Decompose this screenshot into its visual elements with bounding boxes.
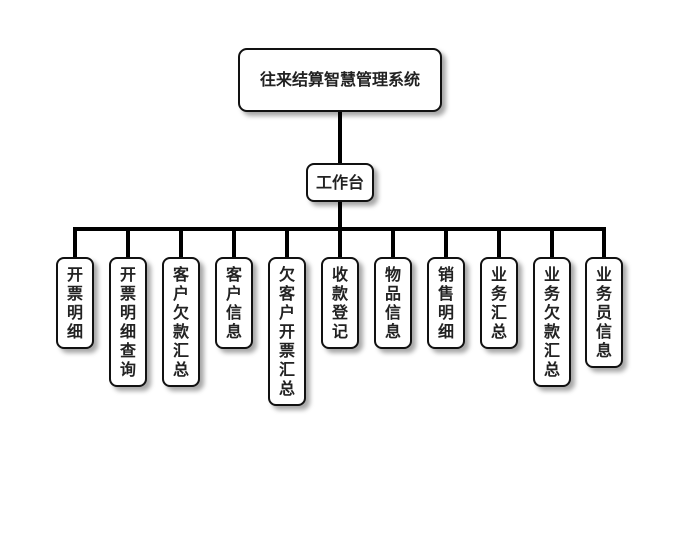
leaf-node-label: 业务员信息 xyxy=(595,265,612,360)
leaf-node: 客户欠款汇总 xyxy=(162,257,200,387)
connector-bus-to-leaf xyxy=(497,229,501,257)
connector-bus-to-leaf xyxy=(391,229,395,257)
leaf-node: 业务员信息 xyxy=(585,257,623,368)
leaf-node: 业务汇总 xyxy=(480,257,518,349)
leaf-node: 开票明细查询 xyxy=(109,257,147,387)
connector-bus-to-leaf xyxy=(550,229,554,257)
leaf-node-label: 物品信息 xyxy=(384,265,401,341)
leaf-node: 收款登记 xyxy=(321,257,359,349)
leaf-node-label: 客户信息 xyxy=(225,265,242,341)
leaf-node-label: 销售明细 xyxy=(437,265,454,341)
leaf-node-label: 客户欠款汇总 xyxy=(172,265,189,379)
leaf-node-label: 业务汇总 xyxy=(490,265,507,341)
connector-hub-to-bus xyxy=(338,202,342,231)
connector-bus-to-leaf xyxy=(179,229,183,257)
hub-node: 工作台 xyxy=(306,163,374,202)
leaf-node: 业务欠款汇总 xyxy=(533,257,571,387)
leaf-node-label: 欠客户开票汇总 xyxy=(278,265,295,398)
connector-bus-to-leaf xyxy=(338,229,342,257)
connector-bus-to-leaf xyxy=(444,229,448,257)
leaf-node: 客户信息 xyxy=(215,257,253,349)
leaf-node: 物品信息 xyxy=(374,257,412,349)
leaf-node-label: 收款登记 xyxy=(331,265,348,341)
leaf-node: 销售明细 xyxy=(427,257,465,349)
connector-bus-to-leaf xyxy=(73,229,77,257)
connector-bus-to-leaf xyxy=(232,229,236,257)
leaf-node-label: 开票明细 xyxy=(66,265,83,341)
connector-bus-to-leaf xyxy=(602,229,606,257)
root-node: 往来结算智慧管理系统 xyxy=(238,48,442,112)
leaf-node-label: 开票明细查询 xyxy=(119,265,136,379)
leaf-node-label: 业务欠款汇总 xyxy=(543,265,560,379)
connector-root-to-hub xyxy=(338,112,342,163)
connector-bus-to-leaf xyxy=(126,229,130,257)
connector-bus-to-leaf xyxy=(285,229,289,257)
leaf-node: 欠客户开票汇总 xyxy=(268,257,306,406)
leaf-node: 开票明细 xyxy=(56,257,94,349)
